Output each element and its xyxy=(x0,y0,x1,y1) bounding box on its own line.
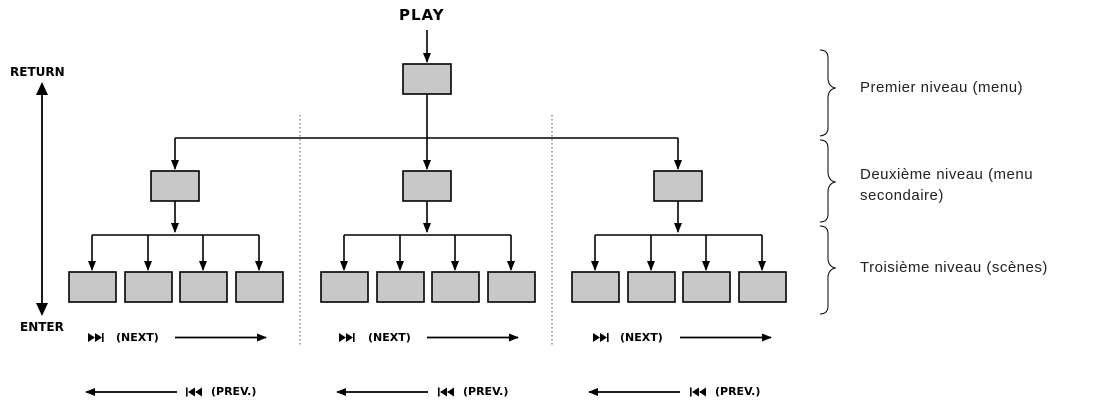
enter-arrow-head xyxy=(36,303,48,316)
second-level-box xyxy=(402,170,452,202)
return-arrow-head xyxy=(36,82,48,95)
level-1-label: Premier niveau (menu) xyxy=(860,79,1024,96)
third-level-box xyxy=(431,271,480,303)
skip-back-icon xyxy=(690,387,706,397)
next-label: (NEXT) xyxy=(116,331,159,344)
first-level-box xyxy=(402,63,452,95)
third-level-box xyxy=(68,271,117,303)
skip-back-icon xyxy=(438,387,454,397)
third-level-box xyxy=(376,271,425,303)
enter-label: ENTER xyxy=(20,320,64,334)
skip-forward-icon xyxy=(593,333,609,342)
skip-forward-icon xyxy=(339,333,355,342)
level-2-brace xyxy=(819,139,837,223)
return-label: RETURN xyxy=(10,65,65,79)
third-level-box xyxy=(235,271,284,303)
second-level-box xyxy=(653,170,703,202)
third-level-box xyxy=(627,271,676,303)
skip-forward-icon xyxy=(88,333,104,342)
level-2-label: Deuxième niveau (menu secondaire) xyxy=(860,166,1034,204)
play-label: PLAY xyxy=(399,6,445,24)
prev-label: (PREV.) xyxy=(211,385,257,398)
level-3-brace xyxy=(819,225,837,315)
third-level-box xyxy=(320,271,369,303)
third-level-box xyxy=(571,271,620,303)
prev-label: (PREV.) xyxy=(715,385,761,398)
level-1-brace xyxy=(819,49,837,137)
third-level-box xyxy=(682,271,731,303)
third-level-box xyxy=(487,271,536,303)
skip-back-icon xyxy=(186,387,202,397)
third-level-box xyxy=(124,271,173,303)
next-label: (NEXT) xyxy=(620,331,663,344)
second-level-box xyxy=(150,170,200,202)
third-level-box xyxy=(179,271,228,303)
level-3-label: Troisième niveau (scènes) xyxy=(860,259,1048,276)
third-level-box xyxy=(738,271,787,303)
next-label: (NEXT) xyxy=(368,331,411,344)
prev-label: (PREV.) xyxy=(463,385,509,398)
